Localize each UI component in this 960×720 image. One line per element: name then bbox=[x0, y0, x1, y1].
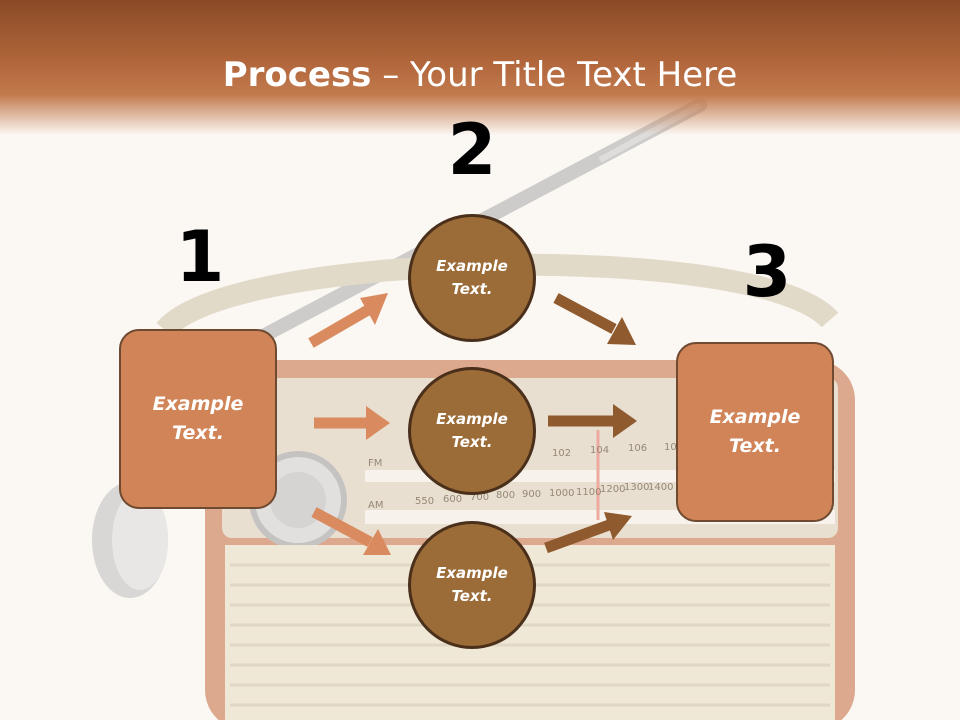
fm-tick: 104 bbox=[590, 445, 609, 456]
am-tick: 1100 bbox=[576, 487, 601, 498]
am-tick: 600 bbox=[443, 494, 462, 505]
right-box-line2: Text. bbox=[729, 435, 781, 457]
am-tick: 700 bbox=[470, 492, 489, 503]
am-tick: 1300 bbox=[624, 482, 649, 493]
arrow-left-to-top bbox=[308, 293, 388, 348]
circle-top-line2: Text. bbox=[451, 280, 493, 298]
title-bold: Process bbox=[222, 55, 372, 95]
am-label: AM bbox=[368, 500, 383, 511]
title-band bbox=[0, 0, 960, 135]
fm-label: FM bbox=[368, 458, 382, 469]
left-box-line2: Text. bbox=[172, 422, 224, 444]
circle-middle-line1: Example bbox=[436, 410, 508, 428]
am-tick: 550 bbox=[415, 496, 434, 507]
circle-middle-line2: Text. bbox=[451, 433, 493, 451]
slide-title: Process – Your Title Text Here bbox=[0, 52, 960, 98]
arrow-top-to-right bbox=[553, 293, 636, 345]
circle-bottom-line1: Example bbox=[436, 564, 508, 582]
step-number-1: 1 bbox=[175, 216, 225, 298]
am-tick: 900 bbox=[522, 489, 541, 500]
am-tick: 1000 bbox=[549, 488, 574, 499]
fm-tick: 10 bbox=[664, 442, 677, 453]
arrow-bottom-to-right bbox=[544, 512, 632, 554]
left-box-line1: Example bbox=[152, 393, 244, 415]
right-box-line1: Example bbox=[709, 406, 801, 428]
fm-tick: 102 bbox=[552, 448, 571, 459]
step-number-3: 3 bbox=[742, 231, 792, 313]
arrow-middle-to-right bbox=[548, 404, 637, 438]
circle-top-line1: Example bbox=[436, 257, 508, 275]
title-rest: – Your Title Text Here bbox=[371, 55, 738, 95]
am-tick: 800 bbox=[496, 490, 515, 501]
fm-tick: 106 bbox=[628, 443, 647, 454]
am-tick: 1400 bbox=[648, 482, 673, 493]
circle-bottom-line2: Text. bbox=[451, 587, 493, 605]
am-tick: 1200 bbox=[600, 484, 625, 495]
step-number-2: 2 bbox=[447, 109, 497, 191]
arrow-left-to-bottom bbox=[311, 507, 391, 555]
arrow-left-to-middle bbox=[314, 406, 390, 440]
